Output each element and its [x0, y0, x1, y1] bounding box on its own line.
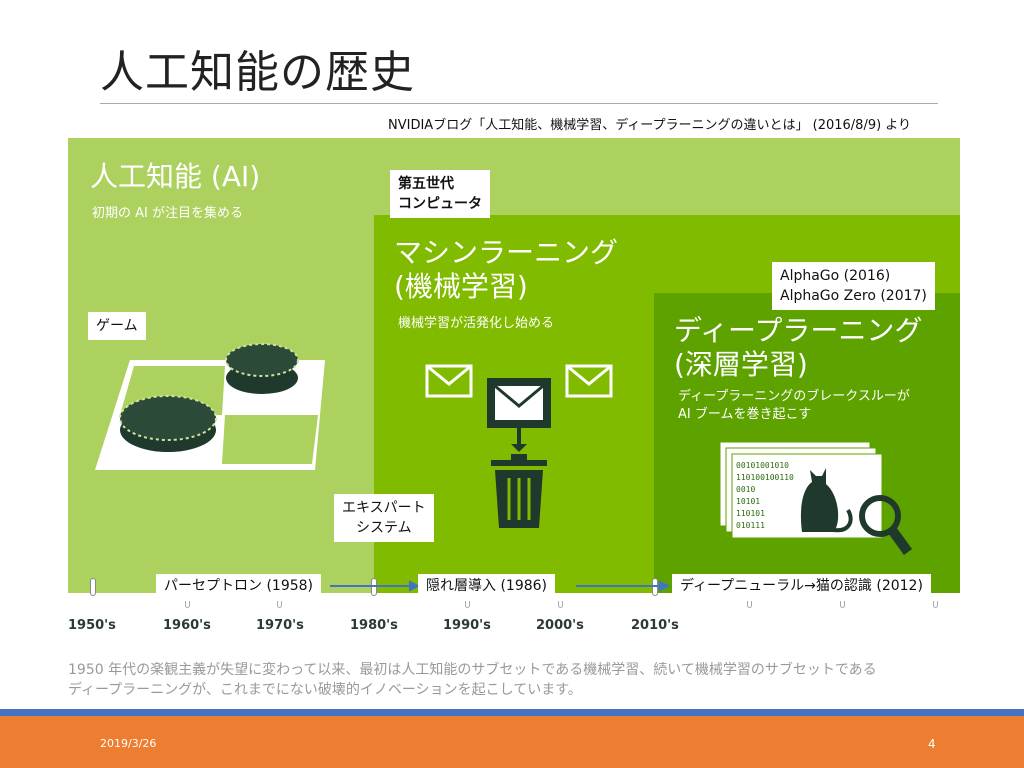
decade-label: 1950's	[68, 618, 116, 633]
email-filter-icon	[425, 364, 613, 528]
timeline-subtick	[747, 601, 752, 608]
timeline-subtick	[277, 601, 282, 608]
ml-heading: マシンラーニング(機械学習)	[394, 236, 618, 304]
page-number: 4	[928, 737, 936, 751]
dl-heading: ディープラーニング(深層学習)	[674, 314, 922, 382]
summary-line2: ディープラーニングが、これまでにない破壊的イノベーションを起こしています。	[68, 682, 582, 698]
dl-heading-line2: (深層学習)	[674, 348, 808, 381]
binary-text: 010111	[736, 521, 765, 530]
ml-subtext: 機械学習が活発化し始める	[398, 316, 555, 331]
binary-text: 110100100110	[736, 473, 794, 482]
dl-subtext: ディープラーニングのブレークスルーが AI ブームを巻き起こす	[678, 388, 910, 424]
event-cat-recognition: ディープニューラル→猫の認識 (2012)	[672, 574, 931, 598]
summary-line1: 1950 年代の楽観主義が失望に変わって以来、最初は人工知能のサブセットである機…	[68, 662, 877, 678]
binary-text: 110101	[736, 509, 765, 518]
event-hidden-layer: 隠れ層導入 (1986)	[418, 574, 556, 598]
expert-system-label: エキスパートシステム	[334, 494, 434, 542]
ai-subtext: 初期の AI が注目を集める	[92, 206, 243, 221]
footer-date: 2019/3/26	[100, 737, 157, 750]
timeline-subtick	[933, 601, 938, 608]
timeline-arrows	[330, 580, 671, 592]
dl-heading-line1: ディープラーニング	[674, 314, 923, 347]
alphago-line2: AlphaGo Zero (2017)	[780, 288, 927, 304]
title-divider	[100, 103, 938, 104]
timeline-tick	[90, 578, 96, 596]
ml-heading-line1: マシンラーニング	[394, 236, 619, 269]
slide-title: 人工知能の歴史	[100, 47, 415, 98]
timeline-subtick	[840, 601, 845, 608]
source-citation: NVIDIAブログ「人工知能、機械学習、ディープラーニングの違いとは」 (201…	[388, 118, 912, 133]
fifth-gen-line2: コンピュータ	[398, 196, 482, 212]
timeline-subtick	[185, 601, 190, 608]
fifth-gen-computer-label: 第五世代コンピュータ	[390, 170, 490, 218]
expert-line2: システム	[356, 520, 412, 536]
timeline-subtick	[558, 601, 563, 608]
dl-sub-line1: ディープラーニングのブレークスルーが	[678, 389, 910, 404]
binary-text: 00101001010	[736, 461, 789, 470]
timeline-subtick	[465, 601, 470, 608]
summary-text: 1950 年代の楽観主義が失望に変わって以来、最初は人工知能のサブセットである機…	[68, 660, 948, 700]
dl-sub-line2: AI ブームを巻き起こす	[678, 407, 812, 422]
expert-line1: エキスパート	[342, 500, 426, 516]
alphago-line1: AlphaGo (2016)	[780, 268, 891, 284]
decade-label: 1960's	[163, 618, 211, 633]
fifth-gen-line1: 第五世代	[398, 176, 454, 192]
decade-label: 2010's	[631, 618, 679, 633]
decade-label: 1980's	[350, 618, 398, 633]
footer-accent-bar	[0, 709, 1024, 716]
decade-label: 1990's	[443, 618, 491, 633]
alphago-label: AlphaGo (2016) AlphaGo Zero (2017)	[772, 262, 935, 310]
event-perceptron: パーセプトロン (1958)	[156, 574, 322, 598]
ai-heading: 人工知能 (AI)	[90, 160, 261, 193]
checkers-board-icon	[95, 343, 325, 470]
decade-label: 1970's	[256, 618, 304, 633]
game-label: ゲーム	[88, 312, 146, 340]
binary-text: 10101	[736, 497, 760, 506]
ml-heading-line2: (機械学習)	[394, 270, 528, 303]
binary-text: 0010	[736, 485, 755, 494]
cat-recognition-icon: 00101001010 110100100110 0010 10101 1101…	[719, 441, 913, 555]
decade-label: 2000's	[536, 618, 584, 633]
footer-bar	[0, 716, 1024, 768]
